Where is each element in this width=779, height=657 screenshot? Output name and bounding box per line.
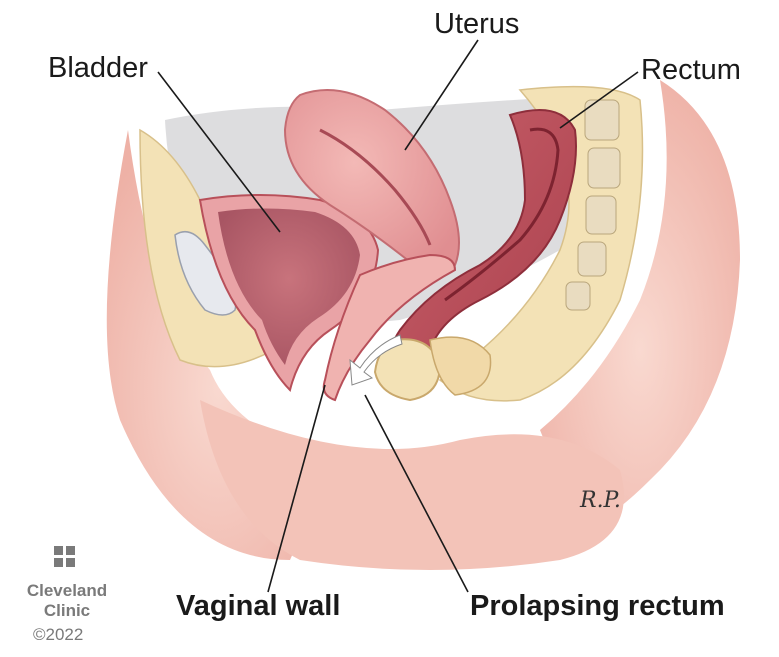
vaginal-wall-label: Vaginal wall <box>176 592 340 621</box>
copyright-text: ©2022 <box>33 626 83 643</box>
logo-text-clinic: Clinic <box>26 602 108 619</box>
prolapsing-rectum-label: Prolapsing rectum <box>470 592 725 621</box>
logo-text-cleveland: Cleveland <box>26 582 108 599</box>
rectum-label: Rectum <box>641 56 741 85</box>
bladder-label: Bladder <box>48 54 148 83</box>
artist-signature: R.P. <box>580 488 621 513</box>
uterus-label: Uterus <box>434 10 519 39</box>
cleveland-clinic-logo-icon <box>54 546 75 567</box>
